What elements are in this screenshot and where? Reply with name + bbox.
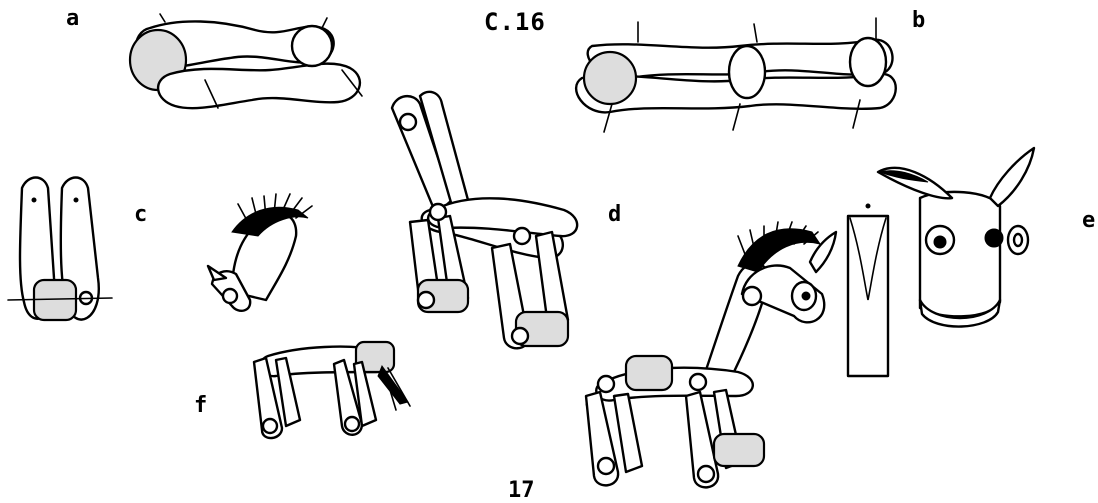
part-e-assembly <box>848 148 1034 376</box>
part-b-assembly <box>576 18 896 132</box>
part-d-assembly <box>392 92 577 348</box>
part-horse-right <box>586 222 836 487</box>
part-a-assembly <box>130 14 362 108</box>
part-c-assembly <box>8 178 112 321</box>
part-f-horse <box>208 194 410 438</box>
